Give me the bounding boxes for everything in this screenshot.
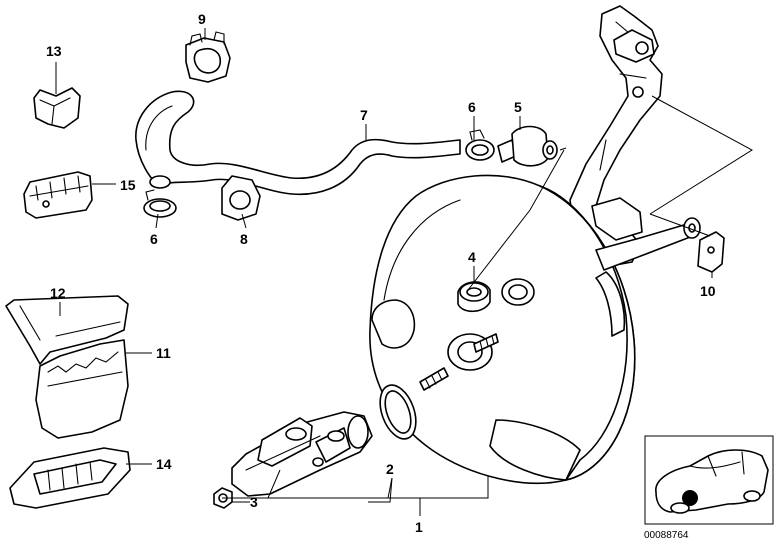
part-15-multi-clip xyxy=(23,171,93,219)
callout-15: 15 xyxy=(120,177,136,193)
booster-stud-bolts xyxy=(419,333,499,391)
vehicle-locator-inset xyxy=(644,435,774,525)
callout-13: 13 xyxy=(46,43,62,59)
callout-7: 7 xyxy=(360,107,368,123)
part-6-hose-clamp-upper xyxy=(465,129,495,161)
part-9-grommet xyxy=(185,31,231,83)
part-10-clip xyxy=(697,231,725,273)
part-11-cover xyxy=(35,339,129,439)
callout-6-upper: 6 xyxy=(468,99,476,115)
callout-labels: 9 13 7 6 5 15 6 8 4 10 12 11 14 2 3 1 xyxy=(46,11,716,535)
part-12-cover xyxy=(5,295,129,365)
part-13-clip xyxy=(33,87,81,129)
callout-3: 3 xyxy=(250,494,258,510)
part-6-hose-clamp-lower xyxy=(143,189,177,218)
master-cylinder xyxy=(231,411,373,497)
callout-8: 8 xyxy=(240,231,248,247)
callout-9: 9 xyxy=(198,11,206,27)
leader-lines xyxy=(55,28,753,516)
callout-6-lower: 6 xyxy=(150,231,158,247)
part-4-grommet xyxy=(457,278,535,313)
callout-11: 11 xyxy=(156,345,171,361)
inset-location-marker xyxy=(682,490,698,506)
part-1-brake-booster xyxy=(369,174,701,485)
part-14-relay-holder xyxy=(9,447,131,509)
callout-10: 10 xyxy=(700,283,716,299)
callout-14: 14 xyxy=(156,456,172,472)
callout-12: 12 xyxy=(50,285,66,301)
part-8-grommet xyxy=(221,175,261,221)
callout-1: 1 xyxy=(415,519,423,535)
part-7-vacuum-hose xyxy=(135,90,461,196)
callout-5: 5 xyxy=(514,99,522,115)
brake-pedal-bracket xyxy=(569,5,663,267)
part-2-o-ring xyxy=(379,384,417,440)
reference-number: 00088764 xyxy=(644,530,689,541)
part-5-check-valve xyxy=(497,125,558,167)
callout-2: 2 xyxy=(386,461,394,477)
callout-4: 4 xyxy=(468,249,476,265)
